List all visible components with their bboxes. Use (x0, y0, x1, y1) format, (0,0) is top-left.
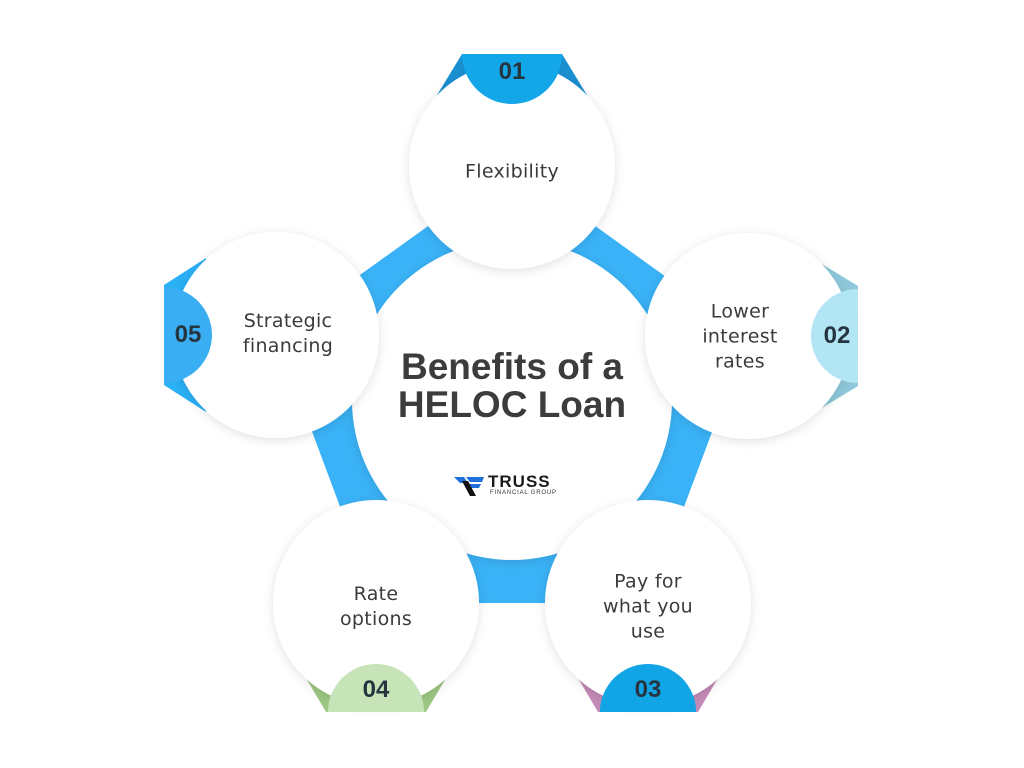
title-line-2: HELOC Loan (397, 384, 627, 425)
benefit-circle-03 (545, 500, 751, 706)
label-line: Flexibility (465, 160, 559, 183)
benefit-label-rate-options: Rate options (340, 582, 412, 632)
benefit-label-lower-interest-rates: Lower interest rates (702, 300, 777, 375)
logo-name: TRUSS (488, 472, 551, 491)
label-line: Rate (353, 583, 399, 605)
badge-03-cap (600, 664, 696, 712)
page-title: Benefits of a HELOC Loan (398, 348, 626, 424)
benefit-circle-05 (173, 232, 379, 438)
badge-number-05: 05 (174, 321, 202, 348)
label-line: options (339, 608, 413, 630)
benefit-circle-04 (273, 500, 479, 706)
badge-number-01: 01 (498, 58, 526, 85)
label-line: use (630, 620, 666, 643)
label-line: interest (702, 325, 778, 348)
badge-number-04: 04 (362, 676, 390, 703)
truss-logo: TRUSS FINANCIAL GROUP (454, 472, 572, 498)
benefit-circle-01 (409, 63, 615, 269)
label-line: rates (714, 350, 765, 373)
benefit-label-flexibility: Flexibility (465, 160, 559, 185)
truss-wing-f-icon (454, 477, 484, 496)
benefit-label-pay-for-what-you-use: Pay for what you use (603, 570, 693, 645)
badge-02-cap (811, 289, 858, 383)
label-line: what you (602, 595, 694, 618)
label-line: Pay for (614, 570, 682, 593)
benefit-circle-02 (645, 233, 851, 439)
label-line: Lower (710, 300, 770, 323)
center-circle (352, 240, 672, 560)
label-line: Strategic (243, 310, 333, 332)
badge-01-cap (462, 54, 562, 104)
label-line: financing (242, 335, 334, 357)
badge-05-cap (164, 287, 212, 383)
badge-number-03: 03 (634, 676, 662, 703)
title-line-1: Benefits of a (400, 346, 624, 387)
logo-subtitle: FINANCIAL GROUP (490, 490, 557, 496)
badge-04-cap (328, 664, 424, 712)
benefit-label-strategic-financing: Strategic financing (243, 309, 333, 359)
badge-number-02: 02 (823, 322, 851, 349)
